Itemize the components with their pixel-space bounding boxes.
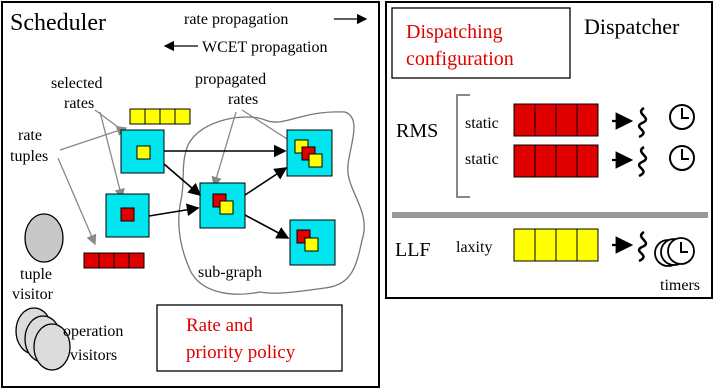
node-top-left	[120, 129, 165, 174]
llf-label: LLF	[395, 239, 431, 261]
propagation-edges	[148, 144, 290, 239]
operation-visitors-line2: visitors	[70, 347, 117, 364]
rate-tuples-line1: rate	[18, 127, 42, 144]
tuple-visitor-disk-icon	[24, 213, 64, 263]
subgraph-label: sub-graph	[198, 264, 262, 281]
config-line2: configuration	[406, 48, 514, 70]
rate-tuples-line2: tuples	[10, 148, 48, 165]
operation-visitors-disks-icon	[15, 307, 71, 371]
thread-squiggle-1-icon	[637, 106, 648, 139]
dispatcher-title: Dispatcher	[584, 14, 680, 39]
timers-clocks-icon	[654, 237, 695, 267]
node-bottom-right	[289, 219, 336, 266]
red-rate-tuple	[83, 252, 145, 269]
selected-rates-line2: rates	[64, 95, 94, 112]
clock-1-icon	[669, 104, 695, 130]
operation-visitors-line1: operation	[63, 323, 123, 340]
legend-wcet-propagation: WCET propagation	[202, 39, 327, 56]
laxity-label: laxity	[456, 239, 492, 256]
propagated-rates-line2: rates	[228, 91, 258, 108]
policy-line2: priority policy	[186, 342, 296, 363]
tuple-visitor-line1: tuple	[20, 266, 52, 283]
policy-box	[156, 304, 343, 372]
tuple-visitor-line2: visitor	[12, 286, 54, 303]
dispatching-config-box	[391, 7, 571, 79]
dispatcher-divider	[392, 212, 708, 218]
static-label-2: static	[465, 151, 499, 168]
node-top-right	[286, 129, 333, 177]
rms-bracket	[456, 94, 470, 198]
subgraph-outline	[178, 111, 365, 295]
node-bottom-left	[105, 193, 150, 238]
scheduler-title: Scheduler	[10, 10, 106, 36]
rms-label: RMS	[396, 120, 438, 142]
selected-rates-line1: selected	[51, 75, 103, 92]
clock-2-icon	[669, 145, 695, 171]
propagated-rates-line1: propagated	[195, 71, 266, 88]
timers-label: timers	[660, 277, 700, 294]
policy-line1: Rate and	[186, 315, 254, 336]
rms-queue-1	[513, 103, 599, 137]
yellow-rate-tuple	[129, 108, 191, 125]
thread-squiggle-3-icon	[637, 230, 648, 263]
thread-squiggle-2-icon	[637, 145, 648, 178]
node-center	[199, 182, 246, 229]
rms-queue-2	[513, 144, 599, 178]
static-label-1: static	[465, 115, 499, 132]
llf-queue	[513, 228, 599, 262]
legend-rate-propagation: rate propagation	[184, 11, 288, 28]
config-line1: Dispatching	[406, 21, 503, 43]
